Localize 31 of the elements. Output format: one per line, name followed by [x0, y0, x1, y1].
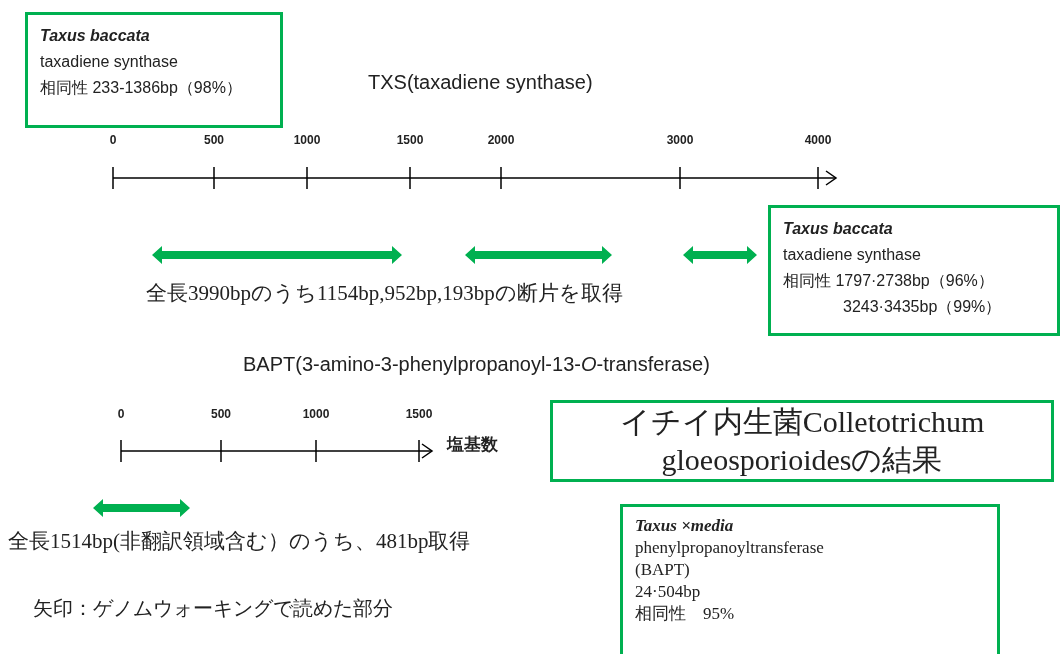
tick-label: 1500 [405, 408, 433, 420]
result-sentence: 全長3990bpのうち1154bp,952bp,193bpの断片を取得 [146, 280, 624, 307]
species-name: Taxus baccata [783, 219, 894, 239]
homology-range: 3243·3435bp（99%） [842, 297, 1003, 317]
tick-label: 500 [211, 408, 231, 420]
tick-label: 1000 [302, 408, 330, 420]
homology-range: 相同性 233-1386bp（98%） [40, 78, 243, 98]
gene-name: taxadiene synthase [40, 52, 179, 72]
homology-range: 24·504bp [635, 581, 702, 603]
gene-title: BAPT(3-amino-3-phenylpropanoyl-13-O-transferase) [243, 354, 710, 374]
tick-label: 2000 [487, 134, 515, 146]
result-title: イチイ内生菌Colletotrichum gloeosporioidesの結果 [618, 404, 986, 478]
homology-range: 相同性 95% [635, 603, 736, 625]
homology-box [620, 504, 1000, 654]
gene-name: taxadiene synthase [783, 245, 922, 265]
species-name: Taxus baccata [40, 26, 151, 46]
homology-box [768, 205, 1060, 336]
axis-unit: 塩基数 [447, 436, 498, 453]
result-title-box [550, 400, 1054, 482]
tick-label: 3000 [666, 134, 694, 146]
note: 矢印：ゲノムウォーキングで読めた部分 [33, 598, 393, 618]
homology-box [25, 12, 283, 128]
result-sentence: 全長1514bp(非翻訳領域含む）のうち、481bp取得 [8, 528, 471, 555]
tick-label: 1000 [293, 134, 321, 146]
tick-label: 1500 [396, 134, 424, 146]
species-name: Taxus ×media [635, 515, 735, 537]
gene-name: phenylpropanoyltransferase (BAPT) [635, 537, 825, 581]
homology-range: 相同性 1797·2738bp（96%） [783, 271, 995, 291]
tick-label: 0 [117, 408, 125, 420]
gene-title: TXS(taxadiene synthase) [368, 72, 593, 92]
tick-label: 4000 [804, 134, 832, 146]
